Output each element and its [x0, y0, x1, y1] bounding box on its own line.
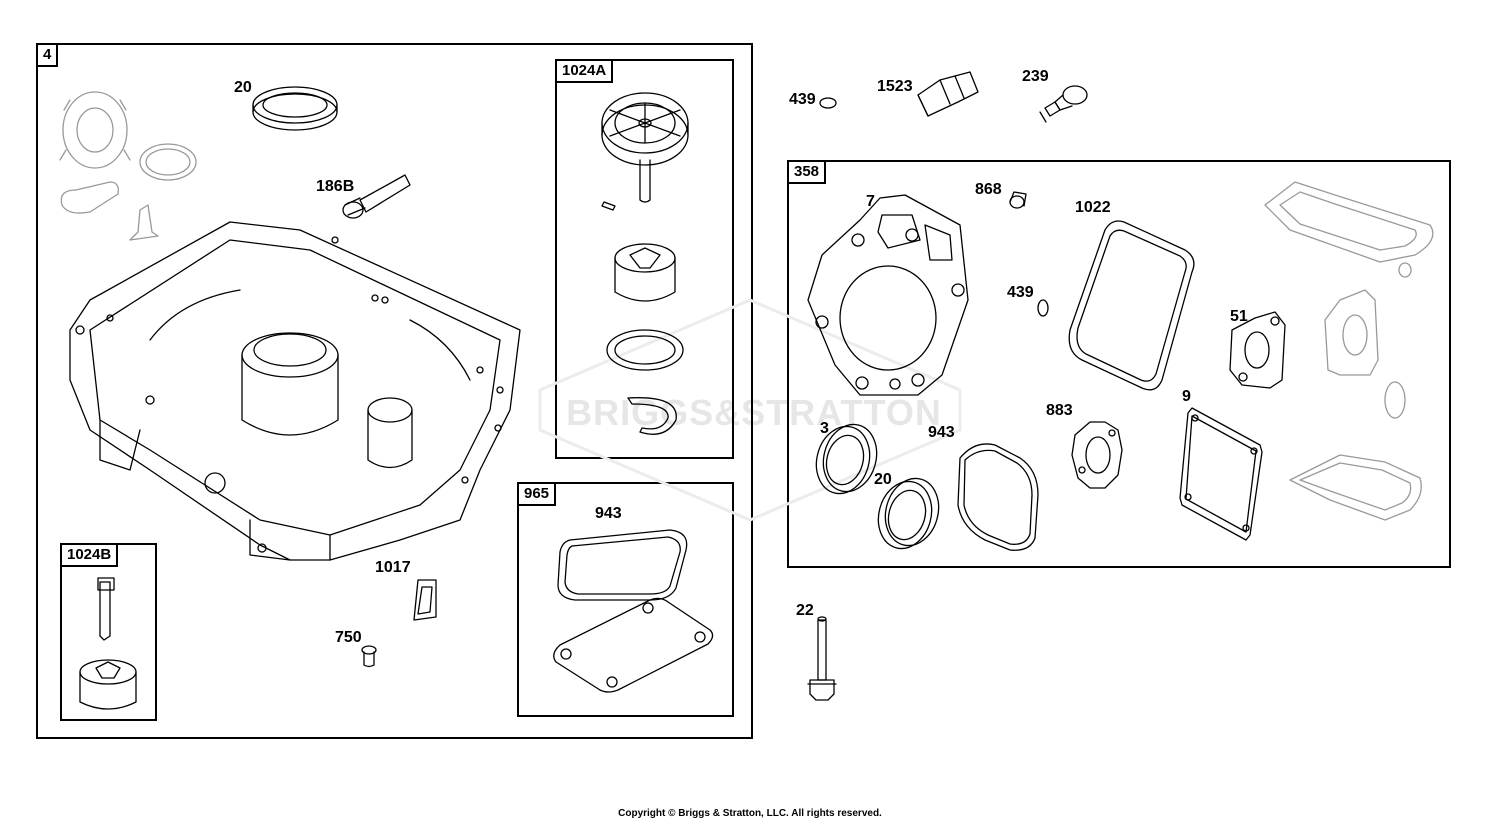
callout-22: 22	[796, 602, 814, 619]
callout-7: 7	[866, 193, 875, 210]
callout-883: 883	[1046, 402, 1073, 419]
group-tag-1024B: 1024B	[60, 543, 119, 567]
callout-239: 239	[1022, 68, 1049, 85]
rotor-1024A-icon	[614, 243, 676, 302]
callout-20-358: 20	[874, 471, 892, 488]
ring-gasket-icon	[139, 143, 197, 181]
callout-439-358: 439	[1007, 284, 1034, 301]
gasket-1022-icon	[1068, 220, 1195, 391]
fitting-1523-icon	[917, 71, 979, 117]
gasket-51-icon	[1229, 311, 1286, 389]
seal-20-icon	[252, 86, 338, 131]
callout-1523: 1523	[877, 78, 913, 95]
callout-943-965: 943	[595, 505, 622, 522]
callout-9: 9	[1182, 388, 1191, 405]
callout-943-358: 943	[928, 424, 955, 441]
plate-883-icon	[1071, 421, 1123, 489]
gasket-7-icon	[807, 194, 969, 396]
callout-750: 750	[335, 629, 362, 646]
ring-1024A-icon	[606, 329, 684, 371]
screw-750-icon	[361, 645, 377, 668]
gasket-9-icon	[1179, 407, 1263, 541]
bushing-868-icon	[1009, 191, 1027, 209]
group-tag-965: 965	[517, 482, 557, 506]
group-box-1024B: 1024B	[60, 543, 157, 721]
group-tag-358: 358	[787, 160, 827, 184]
oring-439-top-icon	[819, 97, 837, 109]
callout-868: 868	[975, 181, 1002, 198]
callout-3: 3	[820, 420, 829, 437]
tube-186B-icon	[342, 174, 411, 219]
group-box-1024A: 1024A	[555, 59, 734, 459]
bracket-1017-icon	[413, 579, 437, 621]
pin-1024A-icon	[601, 201, 616, 211]
pin-part-icon	[129, 204, 159, 241]
callout-1017: 1017	[375, 559, 411, 576]
oring-943-358-icon	[957, 443, 1039, 551]
callout-20-top: 20	[234, 79, 252, 96]
plate-part-icon	[60, 181, 119, 214]
cover-965-icon	[553, 597, 714, 693]
switch-239-icon	[1039, 85, 1088, 123]
callout-51: 51	[1230, 308, 1248, 325]
copyright-text: Copyright © Briggs & Stratton, LLC. All …	[618, 808, 882, 819]
seal-3-icon	[815, 423, 878, 495]
group-box-965: 965	[517, 482, 734, 717]
watermark-logo-outline	[538, 298, 962, 522]
callout-186B: 186B	[316, 178, 355, 195]
gear-part-icon	[59, 91, 131, 169]
group-tag-1024A: 1024A	[555, 59, 614, 83]
oring-439-358-icon	[1037, 299, 1049, 317]
group-tag-4: 4	[36, 43, 59, 67]
rotor-1024B-icon	[79, 659, 137, 710]
callout-439-top: 439	[789, 91, 816, 108]
callout-1022: 1022	[1075, 199, 1111, 216]
clip-1024A-icon	[627, 397, 677, 435]
sump-cover-icon	[69, 221, 521, 561]
gear-1024A-icon	[601, 92, 689, 203]
group-box-4: 4	[36, 43, 753, 739]
shaft-1024B-icon	[97, 577, 115, 641]
group-box-358: 358	[787, 160, 1451, 568]
bolt-22-icon	[807, 616, 837, 701]
seal-20-358-icon	[877, 477, 940, 550]
ghost-gaskets-icon	[1264, 181, 1434, 521]
